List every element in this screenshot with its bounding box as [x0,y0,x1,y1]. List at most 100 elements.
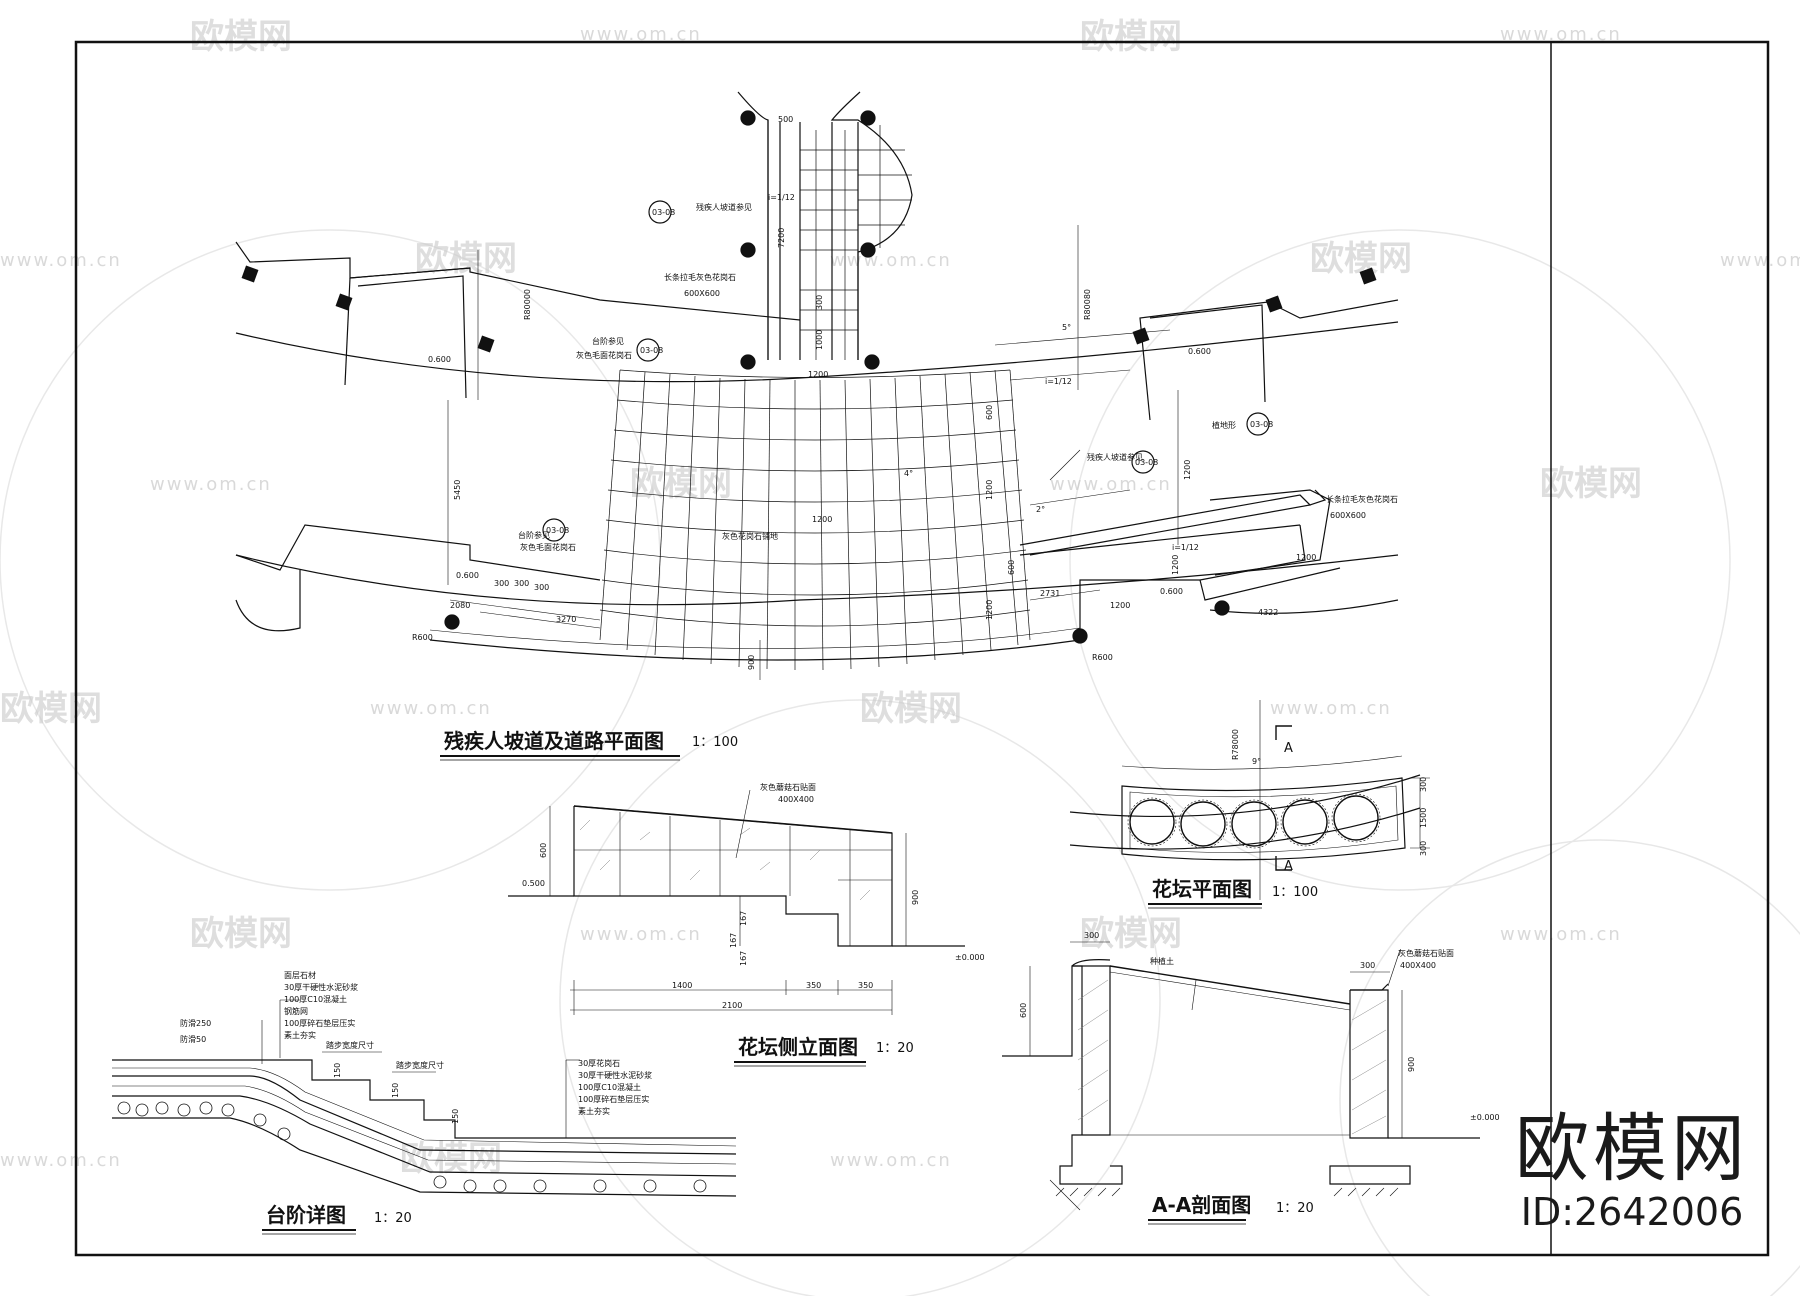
dim-value: 1200 [808,370,828,379]
layer-note: 30厚干硬性水泥砂浆 [284,982,358,992]
dim-value: 300 [514,579,529,588]
layer-note: 面层石材 [284,970,316,980]
layer-note: 100厚C10混凝土 [284,994,347,1004]
watermark-url: www.om.cn [1270,698,1392,719]
planter-plan-labels: R78000 9° 1500 300 300 A A 花坛平面图 1：100 [1148,729,1428,909]
dim-value: 300 [1419,777,1428,792]
ref-tag: 03-08 [1135,458,1158,467]
layer-note: 100厚碎石垫层压实 [578,1094,649,1104]
elevation-scale: 1：20 [876,1041,914,1056]
angle-label: 2° [1036,505,1045,514]
radius-label: R80080 [1083,289,1092,320]
finish-label: 灰色蘑菇石贴面 [760,782,816,792]
watermark-brand: 欧模网 [1080,914,1182,954]
planter-plan-scale: 1：100 [1272,885,1318,900]
dim-value: 300 [494,579,509,588]
angle-label: 5° [1062,323,1071,332]
layer-note: 30厚花岗石 [578,1058,620,1068]
elev-label: 0.600 [1188,347,1211,356]
watermark-brand: 欧模网 [415,239,517,279]
ramp-ref-label: 残疾人坡道参见 [696,202,752,212]
angle-label: 4° [904,469,913,478]
watermark-layer: 欧模网 欧模网 欧模网 欧模网 欧模网 欧模网 欧模网 欧模网 欧模网 欧模网 … [0,17,1800,1296]
dim-value: 3270 [556,615,576,624]
watermark-brand: 欧模网 [1080,17,1182,57]
dim-value: 2080 [450,601,470,610]
step-stone-label: 灰色毛面花岗石 [576,350,632,360]
ref-tag: 03-08 [1250,420,1273,429]
planter-elevation-labels: 灰色蘑菇石贴面 400X400 600 900 0.500 ±0.000 140… [522,782,985,1067]
layer-note: 钢筋网 [284,1006,308,1016]
side-label: 防滑50 [180,1034,206,1044]
ref-tag: 03-08 [652,208,675,217]
radius-label: R80000 [523,289,532,320]
dim-value: 1200 [1171,555,1180,575]
watermark-url: www.om.cn [1500,924,1622,945]
watermark-brand: 欧模网 [190,17,292,57]
dim-value: 300 [1084,931,1099,940]
dim-value: 7200 [777,228,786,248]
dim-value: 1200 [985,480,994,500]
step-scale: 1：20 [374,1211,412,1226]
finish-size-label: 400X400 [778,795,814,804]
planter-plan [1069,700,1430,900]
height-label: 900 [1407,1057,1416,1072]
dim-value: 300 [534,583,549,592]
section-scale: 1：20 [1276,1201,1314,1216]
riser-label: 150 [391,1083,400,1098]
radius-label: R600 [412,633,433,642]
stone-label: 长条拉毛灰色花岗石 [664,272,736,282]
tread-label: 踏步宽度尺寸 [396,1060,444,1070]
dim-value: 167 [729,933,738,948]
dim-value: 1400 [672,981,692,990]
layer-note: 100厚碎石垫层压实 [284,1018,355,1028]
aa-section [1002,941,1480,1211]
section-mark: A [1284,859,1293,874]
radius-label: R600 [1092,653,1113,662]
watermark-url: www.om.cn [830,1150,952,1171]
tread-label: 踏步宽度尺寸 [326,1040,374,1050]
step-ref-label: 台阶参见 [518,530,550,540]
step-detail-labels: 面层石材 30厚干硬性水泥砂浆 100厚C10混凝土 钢筋网 100厚碎石垫层压… [180,970,652,1235]
aa-section-labels: 种植土 灰色蘑菇石贴面 400X400 300 300 600 900 ±0.0… [1019,931,1500,1225]
plan-scale: 1：100 [692,735,738,750]
elev-label: ±0.000 [1470,1113,1500,1122]
layer-note: 30厚干硬性水泥砂浆 [578,1070,652,1080]
watermark-url: www.om.cn [1050,474,1172,495]
dim-value: 300 [815,295,824,310]
lawn-label: 植地形 [1212,420,1236,430]
section-title: A-A剖面图 [1152,1193,1251,1217]
dim-value: 350 [806,981,821,990]
watermark-brand: 欧模网 [860,689,962,729]
elev-label: 0.500 [522,879,545,888]
dim-value: 350 [858,981,873,990]
plan-title-block: 残疾人坡道及道路平面图 1：100 [440,729,738,761]
brand-logo: 欧模网 [1515,1106,1749,1192]
ramp-ref-label: 残疾人坡道参见 [1087,452,1143,462]
watermark-brand: 欧模网 [190,914,292,954]
stone-size-label: 600X600 [684,289,720,298]
stone-label: 长条拉毛灰色花岗石 [1326,494,1398,504]
step-stone-label: 灰色毛面花岗石 [520,542,576,552]
section-mark: A [1284,741,1293,756]
watermark-url: www.om.cn [1720,250,1800,271]
watermark-url: www.om.cn [580,924,702,945]
dim-value: 5450 [453,480,462,500]
brand-watermark: 欧模网 ID:2642006 [1512,1108,1752,1234]
watermark-url: www.om.cn [370,698,492,719]
riser-label: 150 [333,1063,342,1078]
watermark-url: www.om.cn [0,1150,122,1171]
side-label: 防滑250 [180,1018,211,1028]
dim-value: 2100 [722,1001,742,1010]
watermark-url: www.om.cn [0,250,122,271]
layer-note: 100厚C10混凝土 [578,1082,641,1092]
watermark-brand: 欧模网 [1540,464,1642,504]
plaza-paving-label: 灰色花岗石铺地 [722,531,778,541]
watermark-url: www.om.cn [150,474,272,495]
dim-value: 300 [1419,841,1428,856]
sheet-border [74,40,1770,1257]
watermark-url: www.om.cn [830,250,952,271]
watermark-url: www.om.cn [1500,24,1622,45]
radius-label: R78000 [1231,729,1240,760]
watermark-brand: 欧模网 [630,464,732,504]
